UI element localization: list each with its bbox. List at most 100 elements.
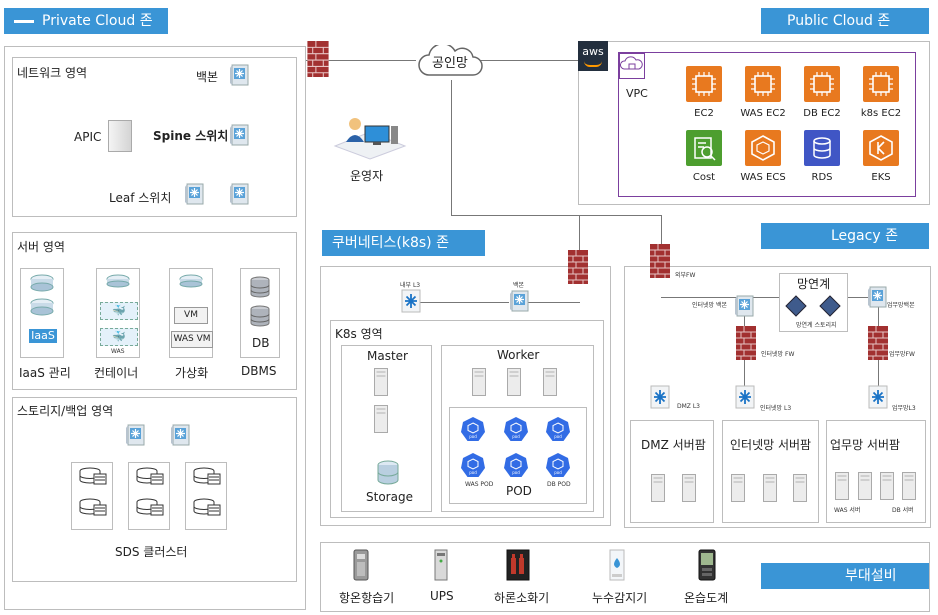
svg-text:pod: pod bbox=[469, 434, 477, 439]
link-storage-icon-1 bbox=[785, 295, 807, 317]
pod-icon-5: pod bbox=[504, 453, 528, 477]
dmz-farm bbox=[630, 420, 714, 523]
leaf-switch-icon-2 bbox=[229, 183, 249, 205]
internet-farm-title: 인터넷망 서버팜 bbox=[730, 438, 812, 452]
facility-label: UPS bbox=[430, 589, 454, 603]
k8s-zone-title: 쿠버네티스(k8s) 존 bbox=[332, 235, 449, 251]
link-l3-backbone bbox=[412, 302, 509, 303]
internal-l3-label: 내부 L3 bbox=[400, 282, 421, 289]
facility-label: 누수감지기 bbox=[592, 591, 648, 605]
aws-service-label: EC2 bbox=[694, 108, 714, 119]
storage-icon bbox=[377, 460, 399, 485]
business-server-icon-4 bbox=[902, 472, 916, 500]
db-server-label: DB 서버 bbox=[892, 507, 914, 514]
aws-service-rds: RDS bbox=[800, 130, 844, 190]
iaas-badge: IaaS bbox=[29, 329, 57, 343]
external-fw-icon bbox=[650, 244, 670, 278]
db-pod-label: DB POD bbox=[547, 481, 571, 488]
k8s-area-title: K8s 영역 bbox=[335, 327, 383, 341]
internet-fw-label: 인터넷망 FW bbox=[761, 351, 795, 358]
hygrometer-icon bbox=[698, 549, 716, 581]
facilities-zone-tag: 부대설비 bbox=[761, 563, 929, 604]
vpc-icon bbox=[619, 53, 645, 79]
business-farm bbox=[826, 420, 926, 523]
link-cloud-aws bbox=[480, 60, 578, 61]
iaas-db-icon-1 bbox=[30, 274, 54, 292]
aws-smile-icon bbox=[584, 61, 602, 67]
aws-service-label: k8s EC2 bbox=[860, 108, 902, 119]
container-top-icon bbox=[106, 274, 130, 288]
internet-server-icon-1 bbox=[731, 474, 745, 502]
dmz-farm-title: DMZ 서버팜 bbox=[641, 438, 706, 452]
sds-disk-icon-2a bbox=[135, 466, 165, 496]
business-backbone-label: 업무망백본 bbox=[887, 302, 915, 309]
virtualization-label: 가상화 bbox=[175, 366, 209, 380]
iaas-mgmt-label: IaaS 관리 bbox=[19, 366, 71, 380]
link-legacy-horizontal bbox=[661, 297, 881, 298]
operator-icon bbox=[333, 118, 407, 160]
business-server-icon-3 bbox=[880, 472, 894, 500]
master-server-icon-1 bbox=[374, 368, 388, 396]
dbms-label: DBMS bbox=[241, 364, 277, 378]
thermo-hygrostat-icon bbox=[353, 549, 369, 581]
dmz-server-icon-2 bbox=[682, 474, 696, 502]
ups-icon bbox=[434, 549, 448, 581]
dmz-server-icon-1 bbox=[651, 474, 665, 502]
master-title: Master bbox=[367, 349, 408, 363]
link-storage-label: 망연계 스토리지 bbox=[796, 322, 837, 329]
spine-switch-icon bbox=[229, 124, 249, 146]
leaf-label: Leaf 스위치 bbox=[109, 191, 172, 205]
leaf-switch-icon-1 bbox=[184, 183, 204, 205]
dmz-l3-label: DMZ L3 bbox=[677, 403, 700, 410]
aws-service-label: WAS ECS bbox=[740, 172, 786, 183]
ec2-icon bbox=[745, 66, 781, 102]
storage-backup-title: 스토리지/백업 영역 bbox=[17, 404, 114, 418]
public-cloud-zone-tag: Public Cloud 존 bbox=[761, 8, 929, 49]
facility-label: 하론소화기 bbox=[494, 591, 550, 605]
dbms-db-label: DB bbox=[252, 336, 270, 350]
k8s-backbone-label: 백본 bbox=[513, 282, 525, 289]
ec2-icon bbox=[804, 66, 840, 102]
business-server-icon-1 bbox=[835, 472, 849, 500]
dbms-db-icon-1 bbox=[249, 276, 271, 298]
internet-fw-icon bbox=[736, 326, 756, 360]
svg-text:pod: pod bbox=[554, 470, 562, 475]
network-link-box bbox=[779, 273, 848, 332]
network-area bbox=[12, 57, 297, 217]
eks-icon bbox=[863, 130, 899, 166]
svg-text:pod: pod bbox=[469, 470, 477, 475]
spine-label: Spine 스위치 bbox=[153, 129, 229, 143]
was-server-label: WAS 서버 bbox=[834, 507, 861, 514]
worker-title: Worker bbox=[497, 348, 540, 362]
worker-server-icon-1 bbox=[472, 368, 486, 396]
aws-service-eks: EKS bbox=[859, 130, 903, 190]
aws-service-ec2: EC2 bbox=[682, 66, 726, 126]
network-area-title: 네트워크 영역 bbox=[17, 66, 88, 80]
link-cloud-down bbox=[451, 80, 452, 215]
private-cloud-zone-tag: Private Cloud 존 bbox=[4, 8, 168, 34]
internet-l3-label: 인터넷망 L3 bbox=[760, 405, 792, 412]
aws-service-label: Cost bbox=[692, 172, 716, 183]
halon-extinguisher-icon bbox=[506, 549, 530, 581]
was-vm-box: WAS VM bbox=[171, 331, 213, 348]
ecs-icon bbox=[745, 130, 781, 166]
container-label: 컨테이너 bbox=[94, 366, 139, 380]
backbone-switch-icon bbox=[229, 64, 249, 86]
business-l3-label: 업무망L3 bbox=[892, 405, 916, 412]
private-cloud-zone-title: Private Cloud 존 bbox=[42, 13, 153, 29]
link-storage-icon-2 bbox=[819, 295, 841, 317]
k8s-zone-tag: 쿠버네티스(k8s) 존 bbox=[322, 230, 485, 271]
aws-service-label: DB EC2 bbox=[803, 108, 841, 119]
aws-service-label: RDS bbox=[811, 172, 833, 183]
external-fw-label: 외부FW bbox=[675, 272, 696, 279]
virtualization-top-icon bbox=[179, 274, 203, 288]
pod-icon-6: pod bbox=[546, 453, 570, 477]
aws-logo: aws bbox=[578, 41, 608, 71]
facilities-zone-title: 부대설비 bbox=[845, 568, 897, 584]
network-link-title: 망연계 bbox=[797, 277, 831, 291]
internet-server-icon-2 bbox=[763, 474, 777, 502]
aws-service-was-ecs: WAS ECS bbox=[740, 130, 786, 190]
apic-label: APIC bbox=[74, 130, 102, 144]
sds-node-3 bbox=[185, 462, 227, 530]
operator-label: 운영자 bbox=[350, 169, 384, 183]
